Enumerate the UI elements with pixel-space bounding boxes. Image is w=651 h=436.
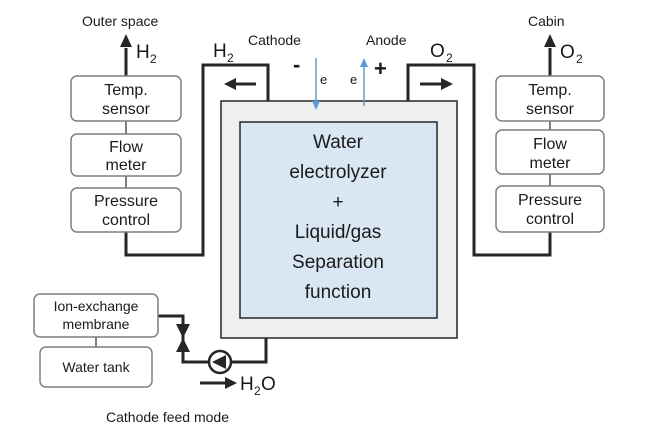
svg-text:+: + xyxy=(332,192,343,213)
svg-text:control: control xyxy=(102,212,150,229)
h2-flow-arrow-icon xyxy=(224,78,256,90)
svg-text:H: H xyxy=(240,374,254,395)
cathode-feed-mode-caption: Cathode feed mode xyxy=(106,409,229,425)
svg-text:membrane: membrane xyxy=(63,316,130,332)
svg-text:Flow: Flow xyxy=(533,136,567,153)
svg-text:O: O xyxy=(430,41,445,62)
stack-connectors xyxy=(95,121,551,347)
cathode-label: Cathode xyxy=(248,32,301,48)
h2-outlet-label: H 2 xyxy=(136,42,157,66)
svg-text:2: 2 xyxy=(150,52,157,66)
o2-anode-pipe xyxy=(406,63,552,257)
svg-text:2: 2 xyxy=(576,52,583,66)
svg-text:electrolyzer: electrolyzer xyxy=(289,162,387,183)
svg-text:2: 2 xyxy=(227,51,234,65)
h2o-label: H 2 O xyxy=(240,374,276,398)
h2-cathode-label: H 2 xyxy=(213,41,234,65)
svg-text:O: O xyxy=(261,374,276,395)
svg-text:Pressure: Pressure xyxy=(94,193,158,210)
svg-text:meter: meter xyxy=(530,155,572,172)
right-flow-meter-box: Flow meter xyxy=(495,129,605,175)
left-temp-sensor-box: Temp. sensor xyxy=(70,75,182,122)
left-flow-meter-box: Flow meter xyxy=(70,133,182,177)
svg-text:2: 2 xyxy=(254,384,261,398)
cabin-label: Cabin xyxy=(528,13,565,29)
svg-text:H: H xyxy=(213,41,227,62)
electron-in-arrow-icon xyxy=(312,58,320,110)
o2-flow-arrow-icon xyxy=(420,78,453,90)
o2-cabin-label: O 2 xyxy=(560,42,583,66)
svg-text:2: 2 xyxy=(446,51,453,65)
electron-label-left: e xyxy=(320,72,327,87)
svg-text:control: control xyxy=(526,211,574,228)
svg-text:function: function xyxy=(305,282,372,303)
svg-text:Water tank: Water tank xyxy=(62,359,130,375)
anode-label: Anode xyxy=(366,32,407,48)
svg-text:meter: meter xyxy=(106,157,148,174)
h2-outlet-arrow-icon xyxy=(120,34,132,47)
valve-icon xyxy=(176,324,190,352)
svg-text:Flow: Flow xyxy=(109,139,143,156)
pump-icon xyxy=(207,349,233,375)
right-temp-sensor-box: Temp. sensor xyxy=(495,75,605,122)
minus-sign: - xyxy=(293,52,300,77)
o2-outlet-arrow-icon xyxy=(544,34,556,47)
svg-text:sensor: sensor xyxy=(526,101,575,118)
electron-out-arrow-icon xyxy=(360,58,368,106)
left-pressure-control-box: Pressure control xyxy=(70,187,182,233)
electrolyzer-core xyxy=(239,121,438,319)
svg-text:Pressure: Pressure xyxy=(518,192,582,209)
svg-text:Separation: Separation xyxy=(292,252,384,273)
plus-sign: + xyxy=(374,56,387,81)
ion-exchange-membrane-box: Ion-exchange membrane xyxy=(33,293,159,338)
water-tank-box: Water tank xyxy=(39,346,153,388)
svg-text:Temp.: Temp. xyxy=(104,82,148,99)
h2o-flow-arrow-icon xyxy=(200,377,237,389)
svg-text:H: H xyxy=(136,42,150,63)
svg-text:Water: Water xyxy=(313,132,364,153)
svg-text:Liquid/gas: Liquid/gas xyxy=(295,222,382,243)
svg-text:Ion-exchange: Ion-exchange xyxy=(54,298,139,314)
svg-text:O: O xyxy=(560,42,575,63)
h2-cathode-pipe xyxy=(124,63,270,257)
right-pressure-control-box: Pressure control xyxy=(495,185,605,233)
svg-text:Temp.: Temp. xyxy=(528,82,572,99)
svg-text:sensor: sensor xyxy=(102,101,151,118)
electrolyzer-text: Water electrolyzer + Liquid/gas Separati… xyxy=(289,132,387,303)
electron-label-right: e xyxy=(350,72,357,87)
o2-anode-label: O 2 xyxy=(430,41,453,65)
outer-space-label: Outer space xyxy=(82,13,158,29)
